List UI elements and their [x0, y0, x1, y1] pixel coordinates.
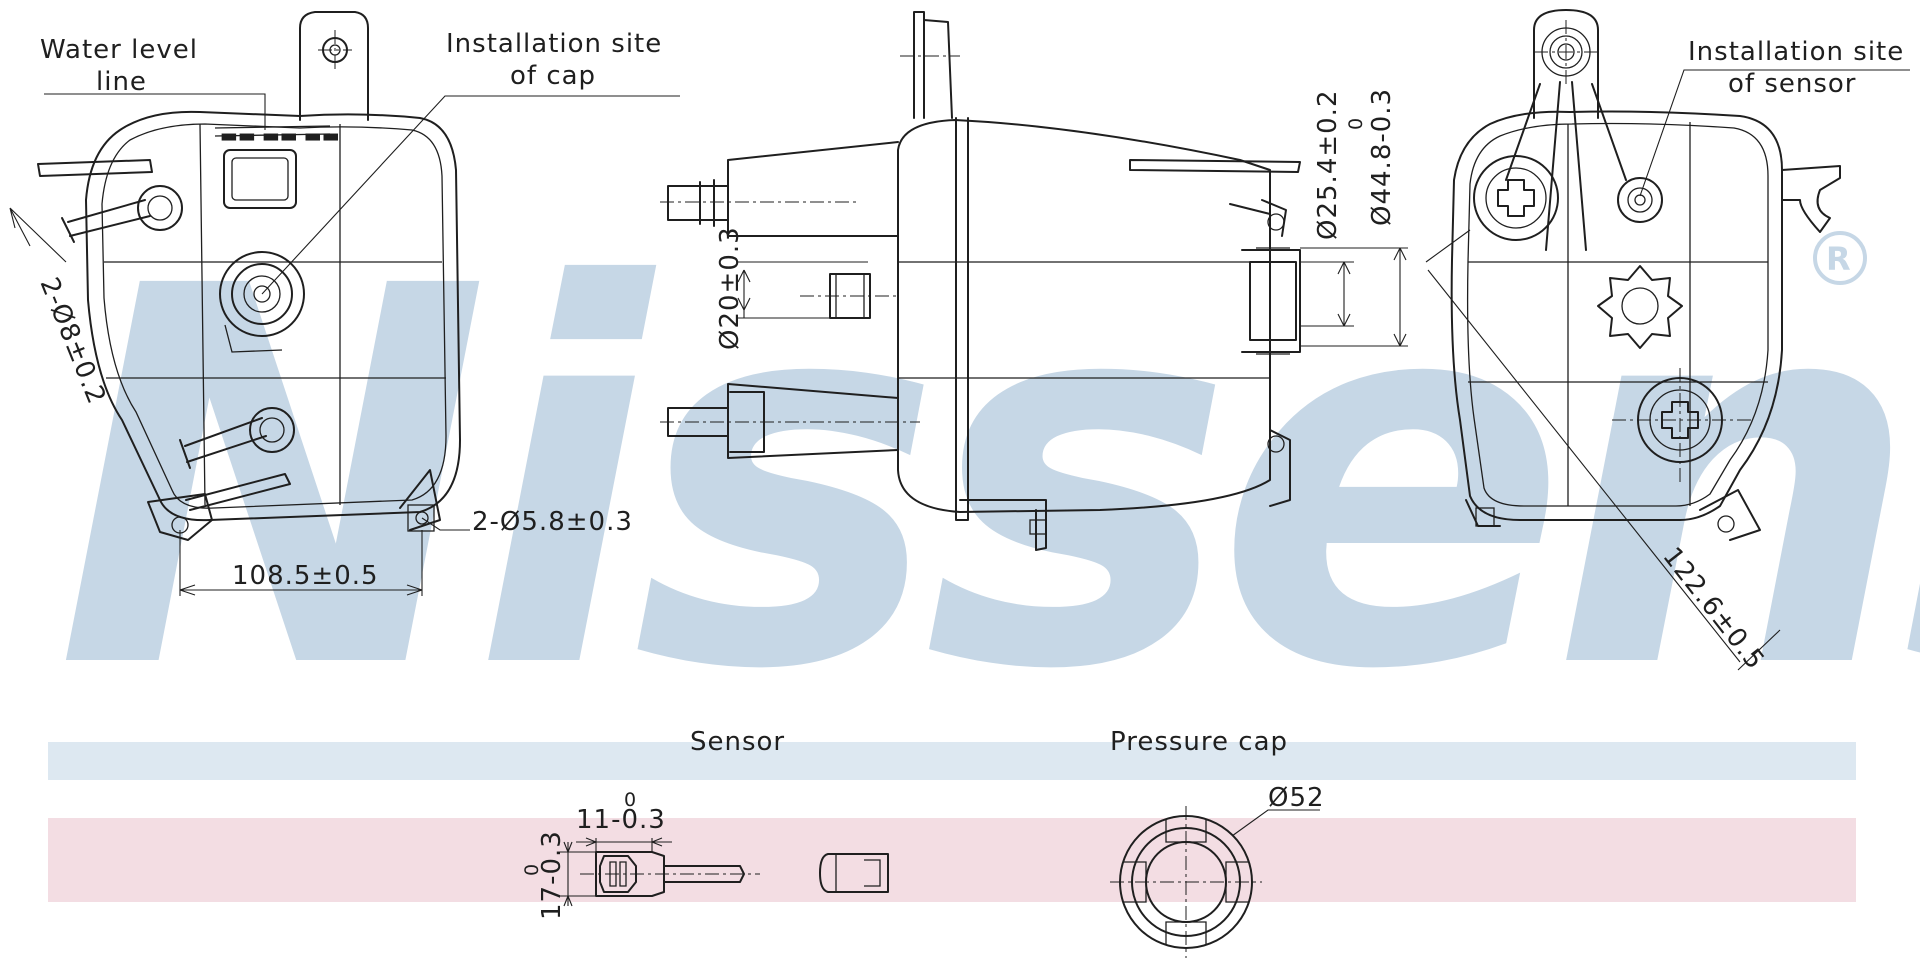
water-level-label-2: line — [96, 67, 147, 97]
dim-pipe-dia: Ø20±0.3 — [715, 226, 745, 350]
side-view — [660, 11, 1408, 551]
dim-sensor-len: 11-0.3 — [576, 805, 666, 835]
pressure-cap-title: Pressure cap — [1110, 727, 1288, 757]
dim-sensor-len-tol: 0 — [624, 789, 636, 811]
pressure-cap-drawing — [1110, 806, 1320, 958]
sensor-site-label-1: Installation site — [1688, 37, 1904, 67]
sensor-drawing — [560, 837, 889, 907]
sensor-title: Sensor — [690, 727, 785, 757]
dim-outlet-dia: Ø25.4±0.2 — [1313, 90, 1343, 241]
dim-outlet-outer-tol: 0 — [1345, 118, 1367, 130]
cap-site-label-1: Installation site — [446, 29, 662, 59]
front-view: ▬▬ ▬▬ ▬▬ — [9, 11, 680, 596]
dim-sensor-height: 17-0.3 — [537, 830, 567, 920]
dim-mount-holes: 2-Ø5.8±0.3 — [472, 507, 633, 537]
brand-watermark: Nissens — [55, 177, 1920, 783]
registered-mark-icon: R — [1813, 231, 1867, 285]
dim-width: 108.5±0.5 — [232, 561, 379, 591]
dim-cap-dia: Ø52 — [1268, 783, 1325, 813]
cap-site-label-2: of cap — [510, 61, 596, 91]
svg-text:▬▬ ▬▬ ▬▬: ▬▬ ▬▬ ▬▬ — [220, 125, 340, 147]
dim-outlet-outer: Ø44.8-0.3 — [1367, 88, 1397, 226]
svg-text:R: R — [1826, 240, 1851, 278]
water-level-label-1: Water level — [40, 35, 198, 65]
blue-band — [48, 742, 1856, 780]
pink-band — [48, 818, 1856, 902]
back-view — [1425, 9, 1910, 671]
sensor-site-label-2: of sensor — [1728, 69, 1857, 99]
dim-sensor-height-tol: 0 — [521, 864, 543, 876]
